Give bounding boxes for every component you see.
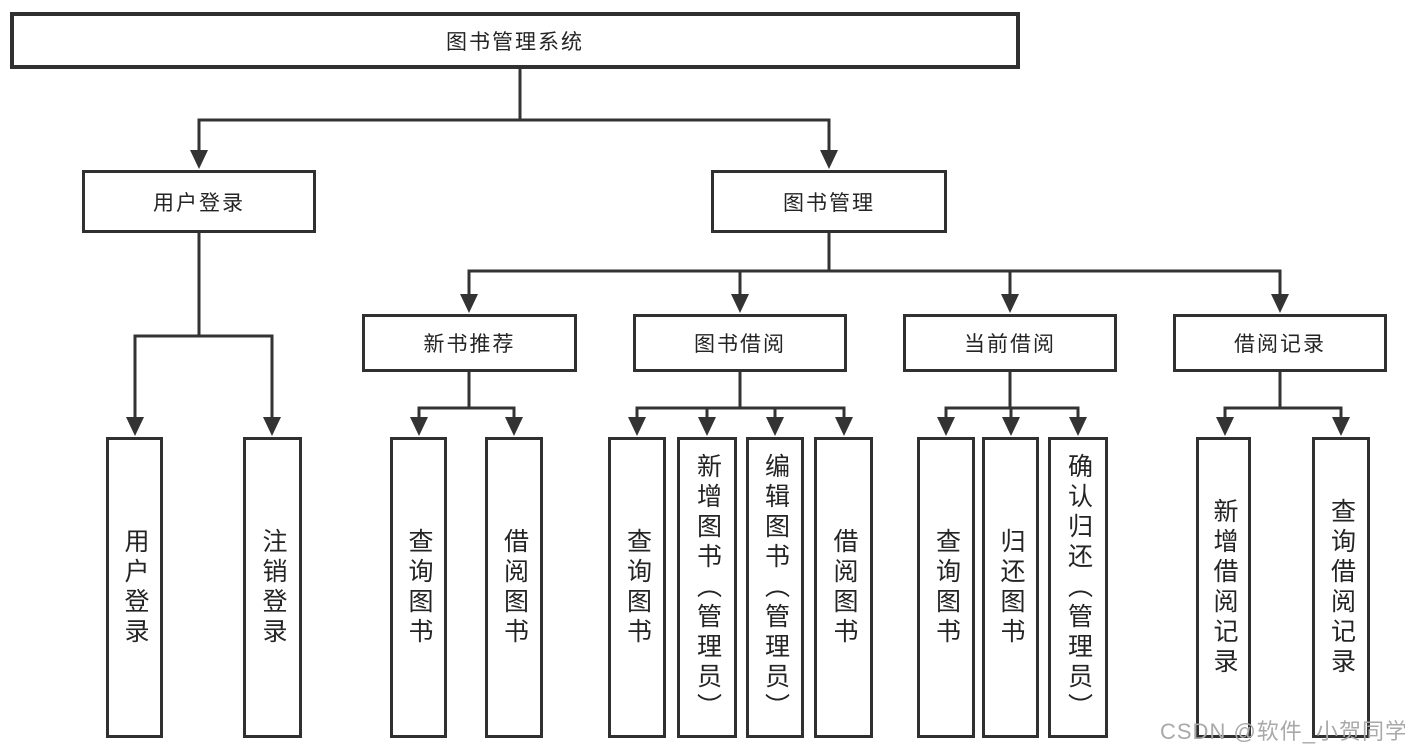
arrowhead (126, 417, 144, 436)
node-label: 用户登录 (153, 191, 245, 215)
arrowhead (835, 417, 853, 436)
node-label: 借阅图书 (500, 527, 529, 648)
arrowhead (505, 417, 523, 436)
arrowhead (1001, 294, 1019, 313)
arrowhead (1069, 417, 1087, 436)
arrowhead (628, 417, 646, 436)
node-label: 新书推荐 (423, 333, 516, 356)
node-library-management-system: 图书管理系统 (10, 12, 1020, 69)
node-label: 借阅图书 (830, 527, 858, 648)
arrowhead (698, 417, 716, 436)
node-current-borrowing: 当前借阅 (903, 314, 1117, 372)
node-label: 查询图书 (623, 527, 652, 648)
node-label: 用户登录 (121, 527, 149, 648)
arrowhead (820, 150, 838, 169)
node-label: 确认归还（管理员） (1064, 452, 1093, 723)
node-label: 归还图书 (997, 527, 1025, 648)
connector-userlogin-to-leaves (133, 233, 274, 418)
leaf-query-books-newbook: 查询图书 (390, 437, 447, 738)
leaf-borrow-books: 借阅图书 (814, 437, 873, 738)
arrowhead (190, 150, 208, 169)
connector-root-to-level2 (197, 69, 831, 152)
leaf-add-books-admin: 新增图书（管理员） (677, 437, 737, 738)
leaf-return-books: 归还图书 (982, 437, 1039, 738)
arrowhead (410, 417, 428, 436)
arrowhead (263, 417, 281, 436)
arrowhead (1216, 417, 1234, 436)
node-borrowing-records: 借阅记录 (1173, 314, 1387, 372)
csdn-watermark: CSDN @软件_小贺同学 (1160, 719, 1405, 744)
node-user-login: 用户登录 (82, 170, 316, 233)
connector-bookborrow-to-leaves (635, 372, 846, 418)
arrowhead (1271, 294, 1289, 313)
node-label: 图书管理系统 (446, 30, 584, 54)
leaf-query-borrow-record: 查询借阅记录 (1312, 437, 1370, 738)
node-label: 注销登录 (259, 527, 287, 648)
connector-currentborrow-to-leaves (944, 372, 1080, 418)
arrowhead (766, 417, 784, 436)
leaf-confirm-return-admin: 确认归还（管理员） (1048, 437, 1108, 738)
node-label: 编辑图书（管理员） (761, 452, 790, 723)
leaf-query-books-current: 查询图书 (917, 437, 975, 738)
node-book-management: 图书管理 (711, 170, 947, 233)
arrowhead (937, 417, 955, 436)
leaf-user-login: 用户登录 (106, 437, 163, 738)
leaf-borrow-books-newbook: 借阅图书 (485, 437, 543, 738)
leaf-query-books-borrow: 查询图书 (608, 437, 666, 738)
node-new-book-recommendation: 新书推荐 (362, 314, 577, 372)
node-label: 借阅记录 (1234, 333, 1326, 356)
arrowhead (1332, 417, 1350, 436)
leaf-edit-books-admin: 编辑图书（管理员） (746, 437, 804, 738)
node-label: 查询图书 (405, 527, 433, 648)
connector-records-to-leaves (1223, 372, 1343, 418)
node-label: 图书借阅 (694, 333, 786, 356)
node-label: 查询借阅记录 (1327, 497, 1356, 678)
node-label: 查询图书 (932, 527, 961, 648)
arrowhead (731, 294, 749, 313)
node-label: 图书管理 (783, 191, 875, 215)
connector-bookmgmt-to-level3 (467, 233, 1282, 296)
node-book-borrowing: 图书借阅 (633, 314, 847, 372)
node-label: 新增图书（管理员） (693, 452, 722, 723)
node-label: 当前借阅 (964, 333, 1056, 356)
connector-newbook-to-leaves (417, 372, 516, 418)
leaf-logout: 注销登录 (243, 437, 302, 738)
arrowhead (1002, 417, 1020, 436)
node-label: 新增借阅记录 (1210, 497, 1238, 678)
arrowhead (460, 294, 478, 313)
leaf-add-borrow-record: 新增借阅记录 (1196, 437, 1251, 738)
